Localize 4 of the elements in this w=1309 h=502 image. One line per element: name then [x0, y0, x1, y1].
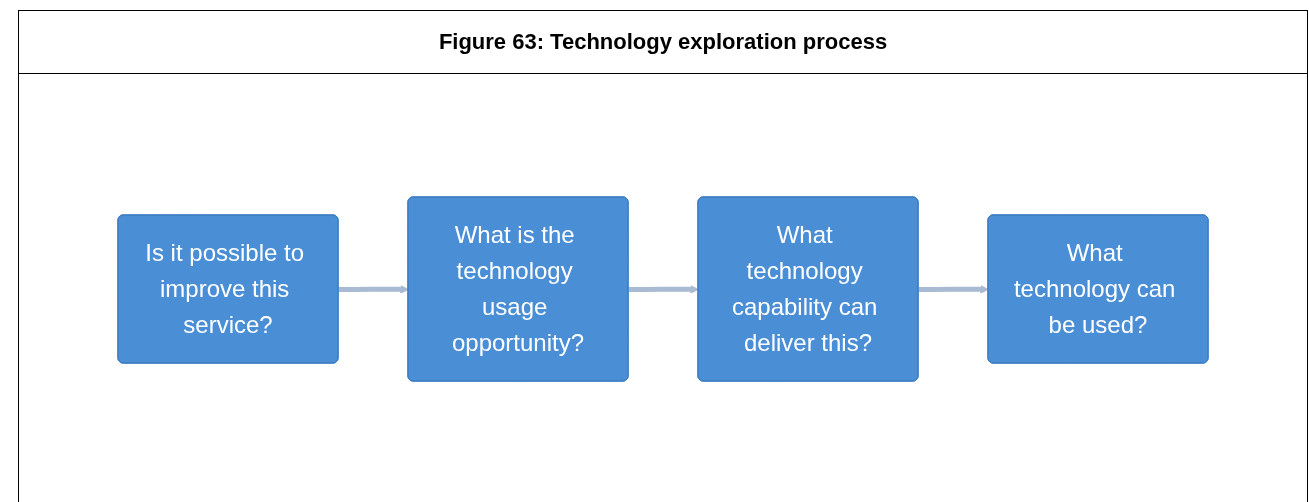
arrow	[918, 284, 989, 294]
figure-title: Figure 63: Technology exploration process	[438, 29, 888, 55]
arrow	[338, 284, 409, 294]
arrow	[628, 284, 699, 294]
